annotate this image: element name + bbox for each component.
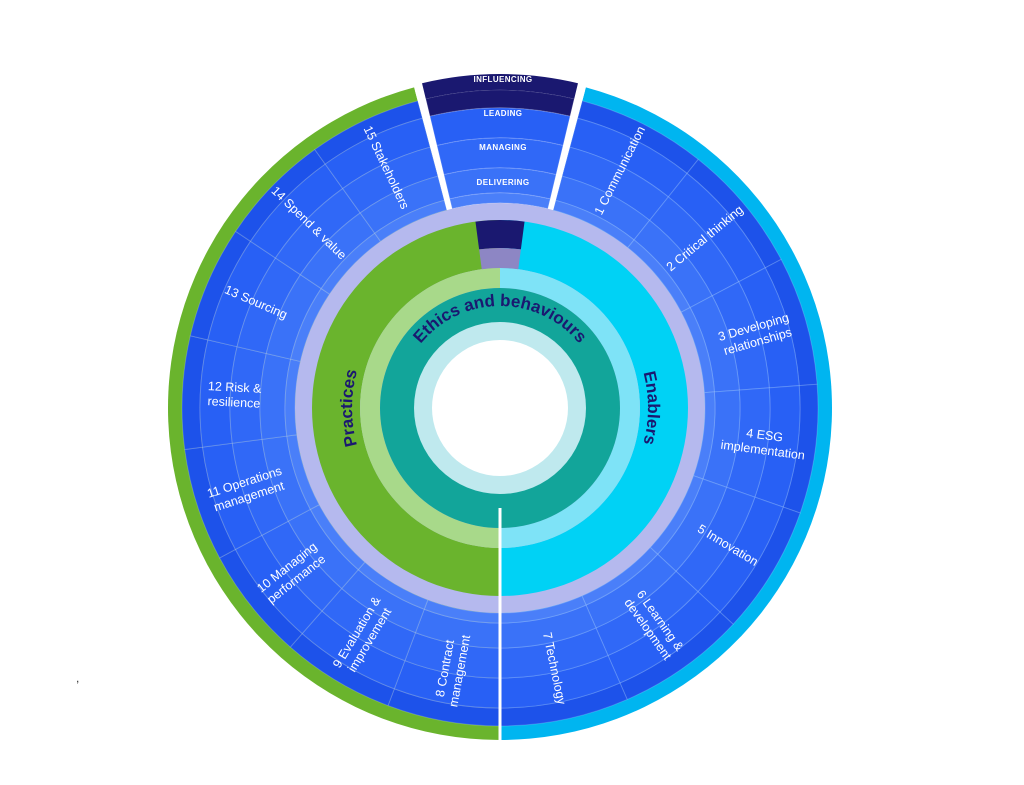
level-label-delivering: DELIVERING (477, 178, 530, 187)
enablers-inner-band (500, 268, 640, 548)
level-divider-2 (549, 84, 586, 211)
enabler-segment-6-band-1 (619, 611, 734, 701)
level-label-leading: LEADING (484, 109, 523, 118)
practice-label-12-line-1: 12 Risk & (208, 379, 263, 396)
enabler-label-4-line-1: 4 ESG (746, 426, 784, 445)
level-band-4 (443, 167, 557, 200)
enabler-segment-4 (692, 383, 819, 514)
inner-rings-layer (295, 203, 705, 740)
enabler-segment-7 (499, 595, 628, 727)
center-hole (432, 340, 568, 476)
practice-label-12: 12 Risk &resilience (207, 379, 263, 411)
level-band-5 (449, 192, 551, 210)
practices-inner-band (360, 268, 500, 548)
practice-segment-12 (181, 335, 301, 451)
level-divider-1 (414, 84, 451, 211)
enablers-label: Enablers (640, 369, 663, 447)
segment-layer (181, 100, 819, 727)
practice-segment-13 (189, 230, 331, 363)
level-navy-wedge (475, 220, 525, 250)
level-top-band (422, 74, 578, 99)
practice-segment-8 (387, 599, 501, 727)
practice-segment-10 (218, 503, 366, 648)
enabler-segment-5 (649, 475, 801, 626)
level-rings-layer (414, 74, 586, 211)
level-label-influencing: INFLUENCING (473, 75, 532, 84)
stray-comma: , (76, 671, 80, 685)
level-navy-wedge-light (479, 247, 521, 270)
enabler-segment-1 (552, 100, 699, 249)
practices-ring (312, 220, 500, 596)
practice-label-12-line-2: resilience (207, 394, 260, 411)
practice-segment-11 (184, 434, 320, 559)
enabler-segment-6-band-2 (607, 590, 721, 684)
enablers-ring (500, 220, 688, 596)
practice-segment-9 (289, 561, 429, 707)
practice-segment-15 (314, 100, 448, 243)
enabler-segment-3 (680, 258, 818, 394)
level-label-managing: MANAGING (479, 143, 527, 152)
enabler-segment-6 (581, 546, 734, 701)
enabler-segment-2 (627, 158, 782, 313)
